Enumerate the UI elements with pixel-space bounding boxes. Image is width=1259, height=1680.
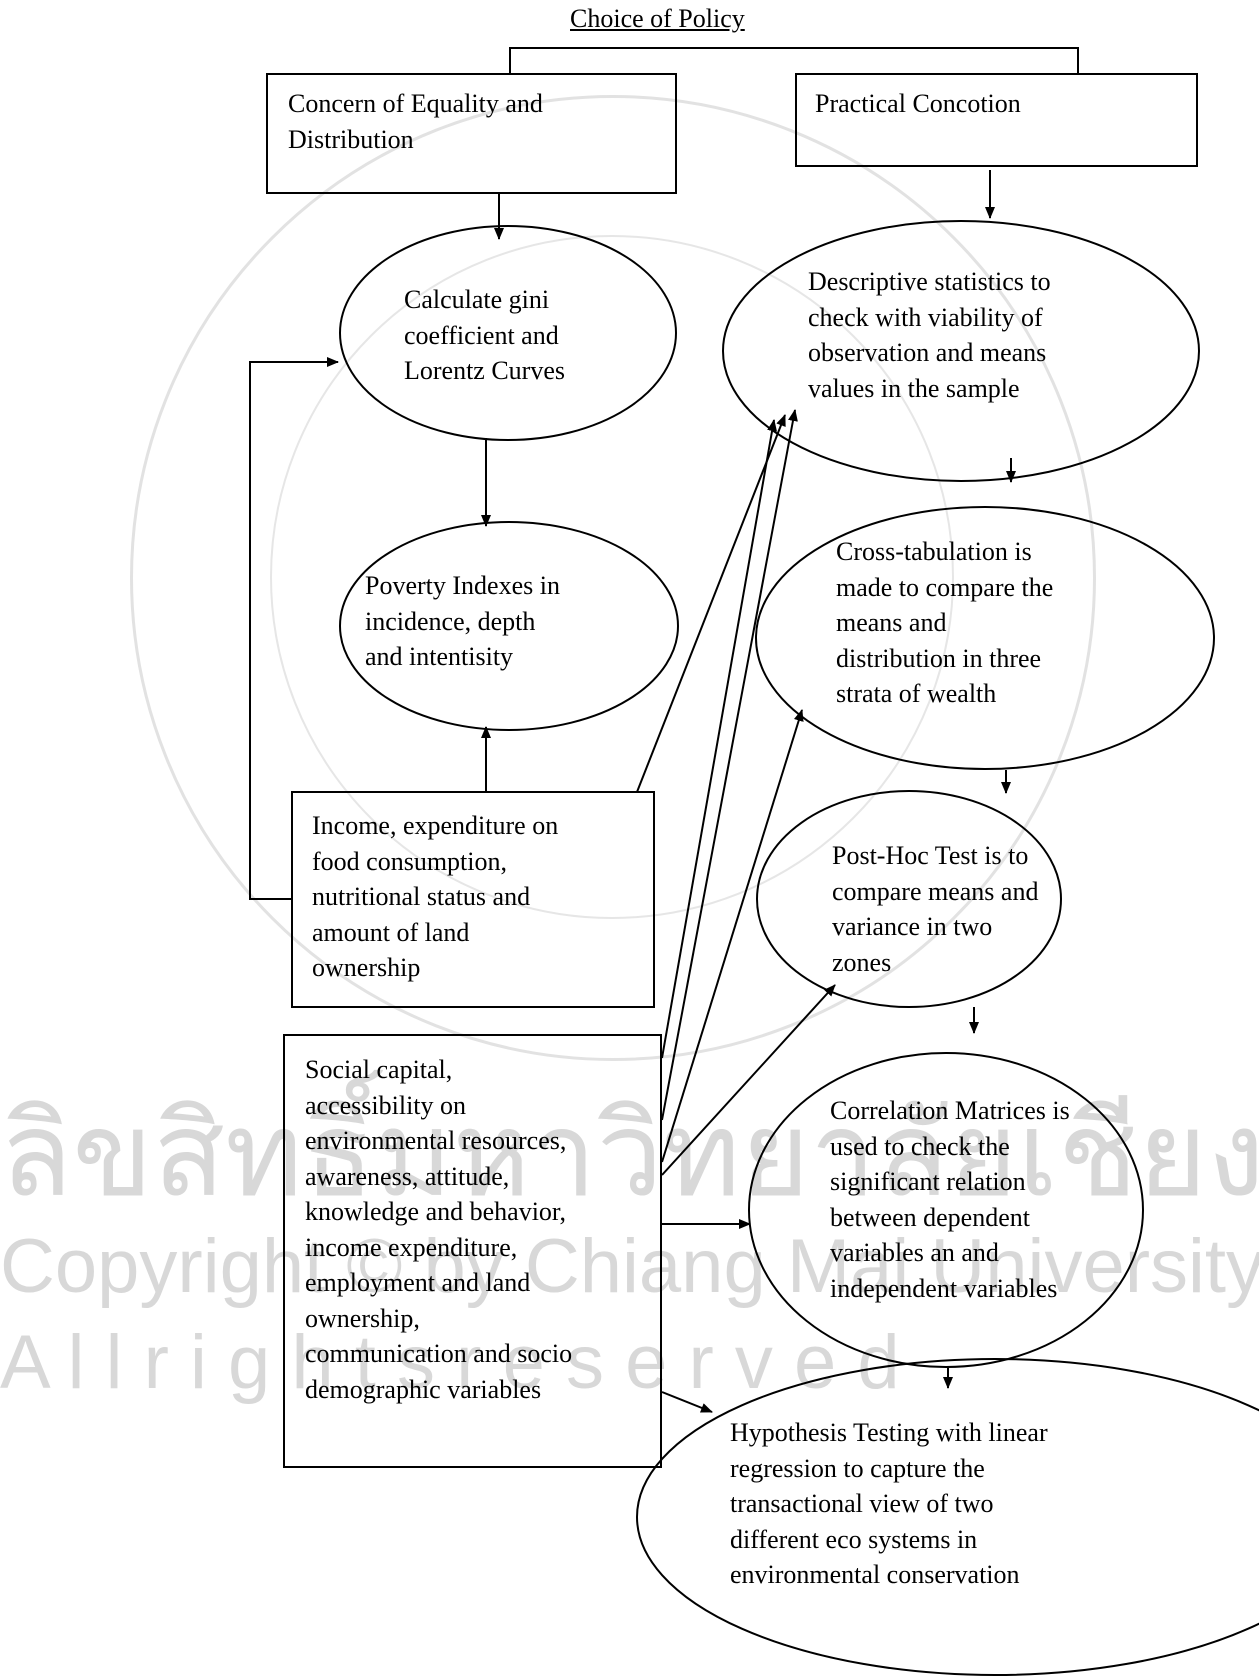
hypothesis-label: Hypothesis Testing with linear regressio… — [730, 1418, 1048, 1589]
watermark-seal — [130, 95, 1096, 1061]
arrow-social-descriptive-b — [661, 409, 798, 1121]
box-practical — [795, 73, 1198, 167]
correlation-label: Correlation Matrices is used to check th… — [830, 1096, 1070, 1303]
ellipse-correlation — [748, 1052, 1144, 1368]
arrow-income-descriptive — [636, 414, 786, 793]
social-label: Social capital, accessibility on environ… — [305, 1055, 573, 1404]
ellipse-descriptive — [722, 220, 1200, 482]
arrow-income-gini — [249, 357, 339, 900]
box-social — [283, 1034, 662, 1468]
practical-label: Practical Concotion — [815, 89, 1021, 118]
posthoc-label: Post-Hoc Test is to compare means and va… — [832, 841, 1039, 977]
watermark-copyright: Copyright © by Chiang Mai University — [0, 1224, 1259, 1309]
title-bracket — [509, 47, 1079, 74]
arrow-social-hypothesis — [661, 1391, 713, 1413]
arrow-social-cross — [661, 709, 804, 1163]
watermark-rights: A l l r i g h t s r e s e r v e d — [0, 1320, 900, 1405]
ellipse-hypothesis — [636, 1358, 1259, 1676]
ellipse-posthoc — [756, 790, 1062, 1008]
ellipse-gini — [339, 225, 677, 441]
cross-label: Cross-tabulation is made to compare the … — [836, 537, 1054, 708]
ellipse-poverty — [339, 521, 679, 731]
box-equality — [266, 73, 677, 194]
arrow-social-posthoc — [661, 984, 836, 1176]
income-label: Income, expenditure on food consumption,… — [312, 811, 559, 982]
arrow-social-descriptive-a — [661, 419, 778, 1059]
poverty-label: Poverty Indexes in incidence, depth and … — [365, 571, 560, 671]
page-title: Choice of Policy — [570, 4, 745, 33]
watermark-seal-inner — [270, 235, 954, 919]
equality-label: Concern of Equality and Distribution — [288, 89, 543, 154]
gini-label: Calculate gini coefficient and Lorentz C… — [404, 285, 566, 385]
watermark-thai: ลิขสิทธิ์มหาวิทยาลัยเชียงใหม่ — [0, 1089, 1259, 1221]
ellipse-cross — [755, 506, 1215, 770]
descriptive-label: Descriptive statistics to check with via… — [808, 267, 1051, 403]
